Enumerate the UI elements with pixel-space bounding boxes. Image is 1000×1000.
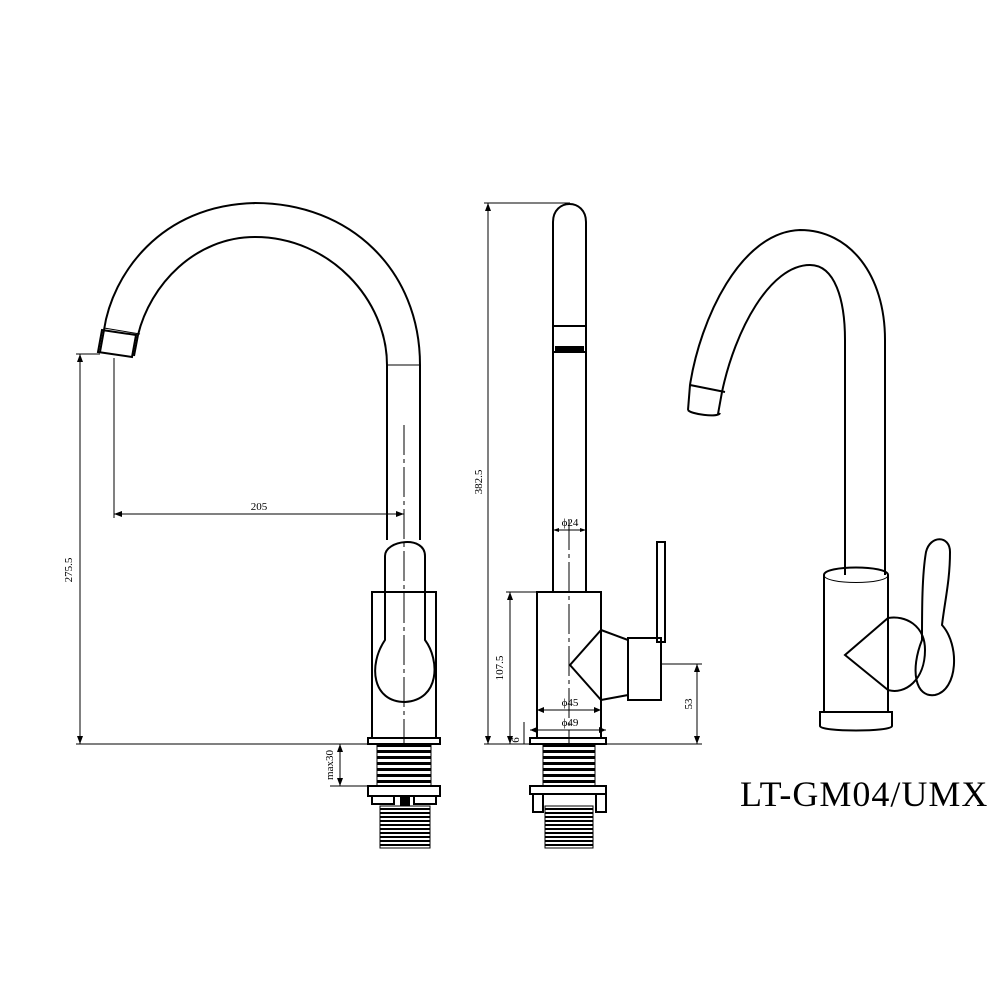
side-thread-lower bbox=[544, 805, 594, 849]
dim-total-height: 382.5 bbox=[473, 469, 485, 494]
persp-spout-outer bbox=[687, 228, 886, 575]
dim-body-height: 107.5 bbox=[494, 655, 506, 680]
front-thread-lower bbox=[379, 805, 431, 849]
dim-spout-height: 275.5 bbox=[63, 557, 75, 582]
dim-base-height: 6 bbox=[510, 737, 522, 743]
side-handle-cone bbox=[568, 629, 602, 701]
dim-base-diameter: ϕ49 bbox=[562, 717, 579, 729]
dim-spout-reach: 205 bbox=[251, 501, 268, 513]
persp-handle-body bbox=[887, 616, 927, 692]
front-spout-inner bbox=[133, 235, 388, 540]
side-spout bbox=[552, 203, 587, 592]
perspective-view bbox=[687, 228, 955, 732]
side-view: 382.5 107.5 6 ϕ24 ϕ45 ϕ49 53 bbox=[473, 202, 702, 849]
persp-base bbox=[819, 711, 893, 732]
model-code: LT-GM04/UMX bbox=[740, 774, 988, 814]
side-handle-lever bbox=[656, 541, 666, 643]
front-aerator bbox=[96, 328, 138, 359]
side-aerator bbox=[555, 346, 584, 352]
persp-handle-cone bbox=[843, 617, 889, 691]
front-view: 205 275.5 max30 bbox=[63, 201, 441, 849]
dim-spout-diameter: ϕ24 bbox=[562, 517, 579, 529]
dim-handle-height: 53 bbox=[683, 698, 695, 710]
front-thread bbox=[376, 743, 432, 787]
persp-handle-lever bbox=[914, 538, 955, 697]
dim-max-thickness: max30 bbox=[324, 750, 336, 780]
front-handle bbox=[374, 541, 436, 704]
side-thread bbox=[542, 743, 596, 787]
persp-spout-inner bbox=[717, 263, 846, 575]
persp-aerator bbox=[687, 409, 721, 417]
front-spout-outer bbox=[99, 201, 421, 540]
dim-body-diameter: ϕ45 bbox=[562, 697, 579, 709]
persp-body bbox=[823, 566, 889, 713]
